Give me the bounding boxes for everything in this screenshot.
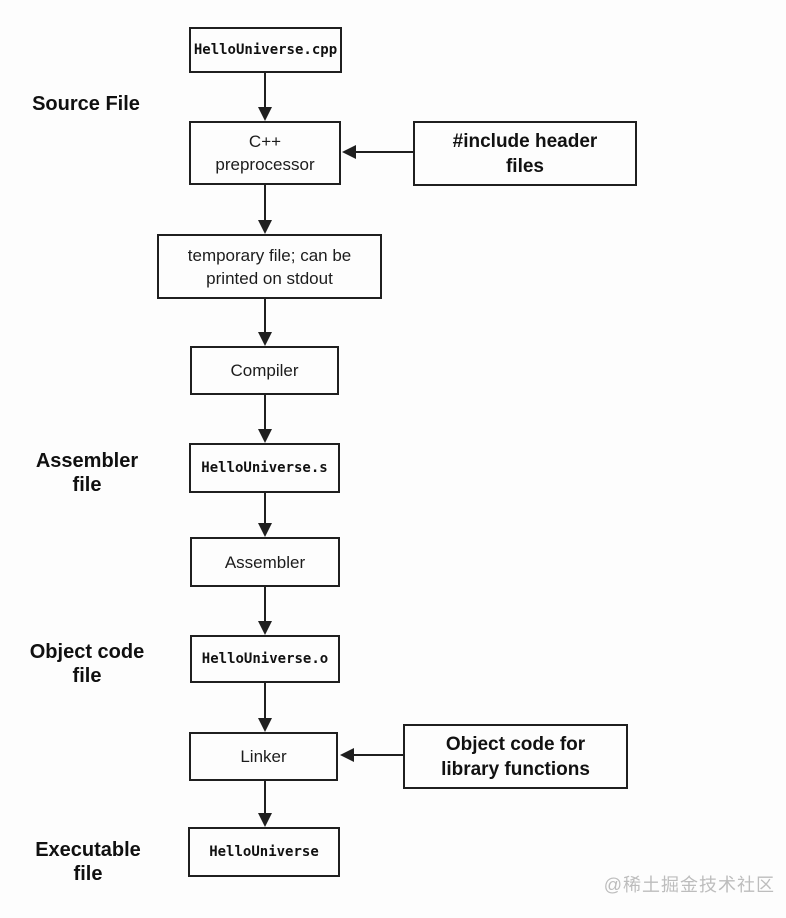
annotation-line: #include header xyxy=(452,130,598,152)
annotation-line: library functions xyxy=(441,758,590,780)
arrow-compiler-to-assembly xyxy=(258,395,272,443)
arrow-include-to-preprocessor xyxy=(342,145,413,159)
node-label: Assembler xyxy=(224,552,306,572)
node-label: Linker xyxy=(240,747,287,766)
arrow-library-to-linker xyxy=(340,748,403,762)
node-label: HelloUniverse xyxy=(209,844,319,860)
node-temporary-file: temporary file; can be printed on stdout xyxy=(157,234,382,299)
stage-label-source-file: Source File xyxy=(14,92,158,116)
stage-label-line: file xyxy=(72,474,102,496)
node-assembly-file-s: HelloUniverse.s xyxy=(189,443,340,493)
node-label: HelloUniverse.o xyxy=(201,651,329,667)
node-label-line: C++ xyxy=(248,132,282,151)
arrow-assembler-to-object xyxy=(258,587,272,635)
stage-label-object-code-file: Object code file xyxy=(15,640,159,688)
node-label-line: preprocessor xyxy=(215,155,315,174)
arrow-assembly-to-assembler xyxy=(258,493,272,537)
stage-label-line: file xyxy=(73,863,103,885)
node-executable-file: HelloUniverse xyxy=(188,827,340,877)
stage-label-line: Source File xyxy=(32,93,140,115)
stage-label-line: file xyxy=(72,665,102,687)
arrow-tempfile-to-compiler xyxy=(258,299,272,346)
node-source-file-cpp: HelloUniverse.cpp xyxy=(189,27,342,73)
watermark-text: @稀土掘金技术社区 xyxy=(603,875,775,895)
stage-label-executable-file: Executable file xyxy=(16,838,160,886)
node-label-line: temporary file; can be xyxy=(187,245,352,265)
arrow-cpp-to-preprocessor xyxy=(258,73,272,121)
annotation-object-code-library: Object code for library functions xyxy=(403,724,628,789)
node-compiler: Compiler xyxy=(190,346,339,395)
arrow-preprocessor-to-tempfile xyxy=(258,185,272,234)
node-label: HelloUniverse.s xyxy=(201,460,328,476)
stage-label-line: Assembler xyxy=(35,450,139,472)
node-label-line: printed on stdout xyxy=(206,268,333,288)
annotation-include-header-files: #include header files xyxy=(413,121,637,186)
node-label: HelloUniverse.cpp xyxy=(193,42,338,58)
annotation-line: Object code for xyxy=(445,733,586,755)
node-linker: Linker xyxy=(189,732,338,781)
node-assembler: Assembler xyxy=(190,537,340,587)
node-object-file-o: HelloUniverse.o xyxy=(190,635,340,683)
arrow-linker-to-executable xyxy=(258,781,272,827)
stage-label-line: Object code xyxy=(29,641,145,663)
node-label: Compiler xyxy=(230,361,299,380)
annotation-line: files xyxy=(505,155,545,177)
arrow-object-to-linker xyxy=(258,683,272,732)
stage-label-line: Executable xyxy=(35,839,141,861)
stage-label-assembler-file: Assembler file xyxy=(15,449,159,497)
node-cpp-preprocessor: C++ preprocessor xyxy=(189,121,341,185)
